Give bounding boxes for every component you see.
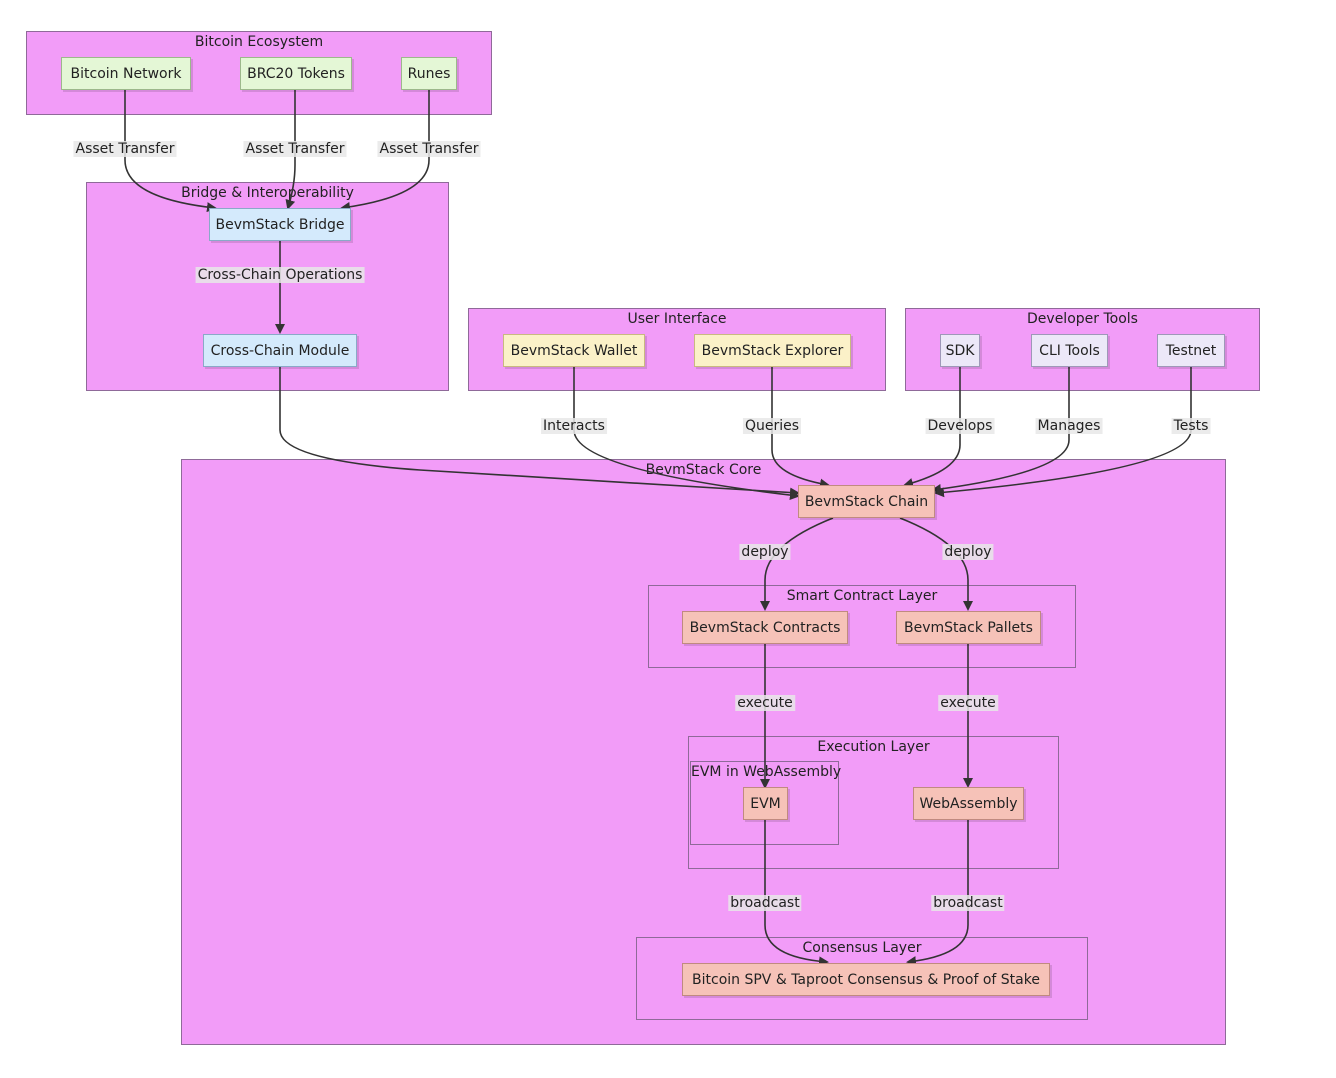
node-bevmstack-chain[interactable]: BevmStack Chain [798, 485, 935, 518]
edge-label-deploy: deploy [739, 544, 791, 560]
group-title: Consensus Layer [802, 940, 922, 956]
group-title: User Interface [627, 311, 727, 327]
edge-label-execute: execute [735, 695, 795, 711]
group-execution-layer: Execution Layer [688, 736, 1059, 869]
group-title: Developer Tools [1027, 311, 1138, 327]
group-title: Smart Contract Layer [786, 588, 938, 604]
edge-label-develops: Develops [925, 418, 995, 434]
group-title: Execution Layer [817, 739, 930, 755]
edge-label-manages: Manages [1035, 418, 1103, 434]
node-bevmstack-wallet[interactable]: BevmStack Wallet [503, 334, 645, 367]
node-bevmstack-contracts[interactable]: BevmStack Contracts [682, 611, 848, 644]
group-title: Bitcoin Ecosystem [194, 34, 324, 50]
edge-label-broadcast: broadcast [931, 895, 1005, 911]
edge-label-execute: execute [938, 695, 998, 711]
node-cli-tools[interactable]: CLI Tools [1031, 334, 1108, 367]
group-title: Bridge & Interoperability [181, 185, 354, 201]
edge-label-broadcast: broadcast [728, 895, 802, 911]
node-consensus[interactable]: Bitcoin SPV & Taproot Consensus & Proof … [682, 963, 1050, 996]
group-title: BevmStack Core [645, 462, 762, 478]
edge-label-interacts: Interacts [541, 418, 607, 434]
edge-label-cross-chain-operations: Cross-Chain Operations [195, 267, 365, 283]
node-bitcoin-network[interactable]: Bitcoin Network [61, 57, 191, 90]
node-bevmstack-bridge[interactable]: BevmStack Bridge [209, 208, 351, 241]
node-runes[interactable]: Runes [401, 57, 457, 90]
group-consensus-layer: Consensus Layer [636, 937, 1088, 1020]
node-cross-chain-module[interactable]: Cross-Chain Module [203, 334, 357, 367]
node-webassembly[interactable]: WebAssembly [913, 787, 1024, 820]
node-brc20-tokens[interactable]: BRC20 Tokens [240, 57, 352, 90]
node-testnet[interactable]: Testnet [1157, 334, 1225, 367]
node-evm[interactable]: EVM [743, 787, 788, 820]
group-title: EVM in WebAssembly [691, 764, 842, 780]
edge-label-deploy: deploy [942, 544, 994, 560]
edge-label-asset-transfer: Asset Transfer [73, 141, 177, 157]
edge-label-asset-transfer: Asset Transfer [377, 141, 481, 157]
edge-label-tests: Tests [1171, 418, 1211, 434]
node-bevmstack-explorer[interactable]: BevmStack Explorer [694, 334, 851, 367]
group-bevmstack-core: BevmStack Core [181, 459, 1226, 1045]
edge-label-asset-transfer: Asset Transfer [243, 141, 347, 157]
edge-label-queries: Queries [742, 418, 802, 434]
node-bevmstack-pallets[interactable]: BevmStack Pallets [896, 611, 1041, 644]
node-sdk[interactable]: SDK [940, 334, 980, 367]
